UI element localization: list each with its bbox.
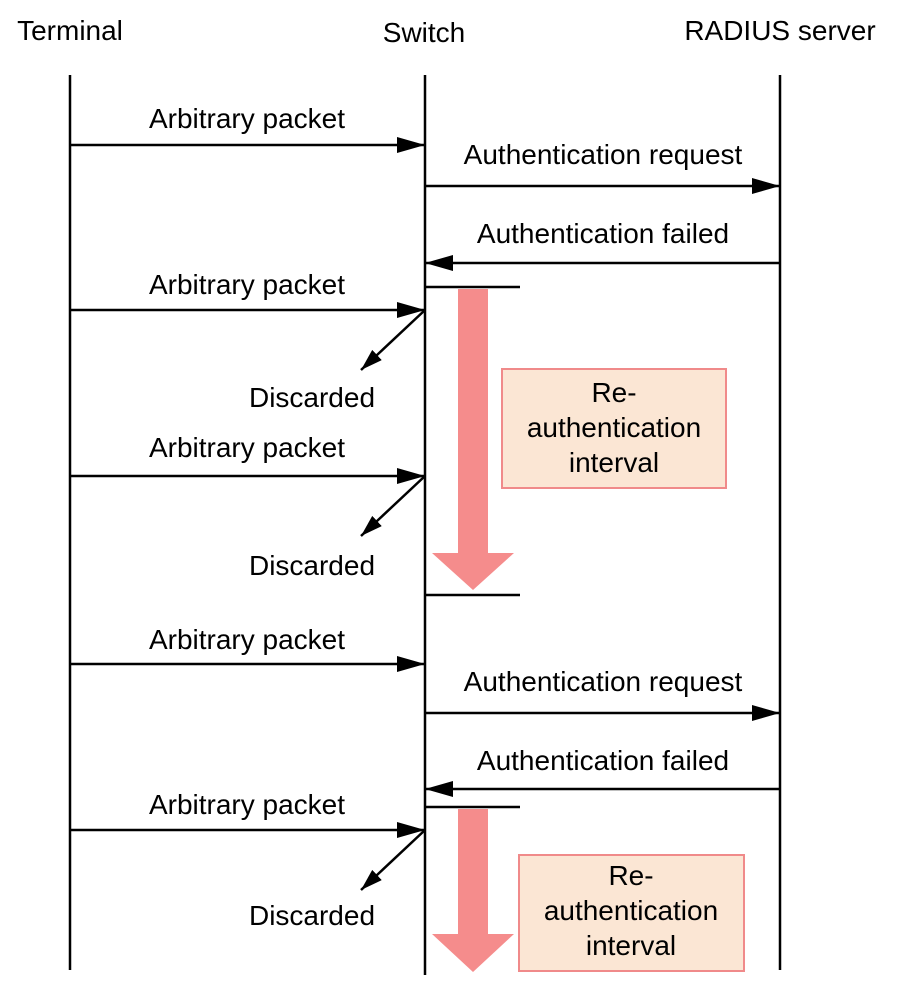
arbitrary-packet-label: Arbitrary packet: [149, 103, 345, 134]
reauth-interval-label-line2: authentication: [527, 412, 701, 443]
auth-request-label: Authentication request: [464, 666, 743, 697]
reauth-interval-label-line2: authentication: [544, 895, 718, 926]
discarded-label: Discarded: [249, 900, 375, 931]
auth-request-label: Authentication request: [464, 139, 743, 170]
reauth-interval-label-line1: Re-: [591, 377, 636, 408]
reauth-interval-arrow: [432, 289, 514, 590]
auth-failed-label: Authentication failed: [477, 218, 729, 249]
discard-arrow: [360, 475, 426, 537]
discard-arrow: [360, 309, 426, 371]
arbitrary-packet-label: Arbitrary packet: [149, 432, 345, 463]
auth-failed-label: Authentication failed: [477, 745, 729, 776]
switch-header: Switch: [383, 17, 465, 48]
reauth-interval-box: [501, 368, 727, 489]
reauth-interval-arrow: [432, 809, 514, 972]
reauth-interval-label-line3: interval: [586, 930, 676, 961]
discarded-label: Discarded: [249, 382, 375, 413]
terminal-header: Terminal: [17, 15, 123, 46]
reauth-interval-box: [518, 854, 745, 972]
reauth-interval-label-line3: interval: [569, 447, 659, 478]
discarded-label: Discarded: [249, 550, 375, 581]
arbitrary-packet-label: Arbitrary packet: [149, 269, 345, 300]
radius-server-header: RADIUS server: [684, 15, 875, 46]
reauth-interval-label-line1: Re-: [608, 860, 653, 891]
discard-arrow: [360, 829, 426, 891]
arbitrary-packet-label: Arbitrary packet: [149, 789, 345, 820]
arbitrary-packet-label: Arbitrary packet: [149, 624, 345, 655]
